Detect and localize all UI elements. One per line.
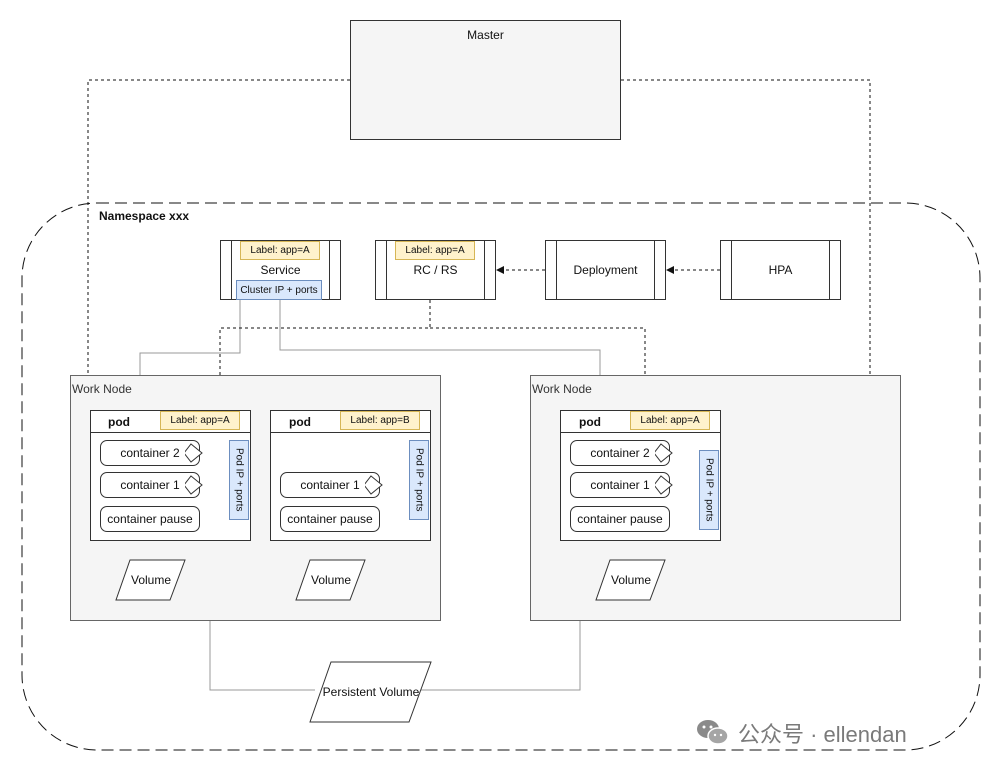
namespace-boundary xyxy=(21,202,981,751)
pod-b-ip-tag: Pod IP + ports xyxy=(409,440,429,520)
pod-a-left-divider xyxy=(90,432,251,433)
pod-a-left-name: pod xyxy=(108,415,130,429)
container-port-diamonds xyxy=(185,443,203,495)
pod-b-divider xyxy=(270,432,431,433)
pod-b-port-diamond xyxy=(365,475,383,495)
volume-middle-label: Volume xyxy=(310,573,352,587)
container-pause-pill[interactable]: container pause xyxy=(100,506,200,532)
wechat-icon xyxy=(697,720,729,745)
volume-left-label: Volume xyxy=(130,573,172,587)
namespace-title: Namespace xxx xyxy=(99,209,190,223)
volume-left-shape[interactable] xyxy=(115,559,187,601)
volume-right-label: Volume xyxy=(610,573,652,587)
service-label-tag: Label: app=A xyxy=(240,241,320,260)
volume-middle-shape[interactable] xyxy=(295,559,367,601)
pod-a-right-container-pause-pill[interactable]: container pause xyxy=(570,506,670,532)
deployment-box[interactable]: Deployment xyxy=(545,240,666,300)
pod-a-right-divider xyxy=(560,432,721,433)
work-node-right-title: Work Node xyxy=(532,382,592,396)
pod-a-right-name: pod xyxy=(579,415,601,429)
pod-ip-tag: Pod IP + ports xyxy=(229,440,249,520)
pod-b-container-1-pill[interactable]: container 1 xyxy=(280,472,380,498)
pod-b-container-pause-pill[interactable]: container pause xyxy=(280,506,380,532)
deployment-title: Deployment xyxy=(573,263,638,277)
watermark-text: 公众号 · ellendan xyxy=(738,722,907,747)
work-node-left-title: Work Node xyxy=(72,382,132,396)
pod-a-right-label-tag: Label: app=A xyxy=(630,411,710,430)
persistent-volume-label: Persistent Volume xyxy=(322,685,420,699)
service-title: Service xyxy=(260,263,301,277)
container-2-pill[interactable]: container 2 xyxy=(100,440,200,466)
hpa-box[interactable]: HPA xyxy=(720,240,841,300)
persistent-volume-shape[interactable] xyxy=(309,661,433,723)
master-to-right-node-line xyxy=(621,79,871,375)
master-to-left-node-line xyxy=(87,79,350,375)
pod-b-label-tag: Label: app=B xyxy=(340,411,420,430)
rcrs-label-tag: Label: app=A xyxy=(395,241,475,260)
container-1-pill[interactable]: container 1 xyxy=(100,472,200,498)
pod-a-left-label-tag: Label: app=A xyxy=(160,411,240,430)
pod-a-right-container-2-pill[interactable]: container 2 xyxy=(570,440,670,466)
rcrs-title: RC / RS xyxy=(413,263,458,277)
pod-b-name: pod xyxy=(289,415,311,429)
volume-right-shape[interactable] xyxy=(595,559,667,601)
pod-a-right-port-diamonds xyxy=(655,443,673,495)
service-cluster-ip-tag: Cluster IP + ports xyxy=(236,280,322,300)
pod-a-right-ip-tag: Pod IP + ports xyxy=(699,450,719,530)
master-box[interactable]: Master xyxy=(350,20,621,140)
master-label: Master xyxy=(467,28,504,42)
hpa-title: HPA xyxy=(768,263,793,277)
rcrs-to-left-pod-arrow xyxy=(216,300,431,410)
